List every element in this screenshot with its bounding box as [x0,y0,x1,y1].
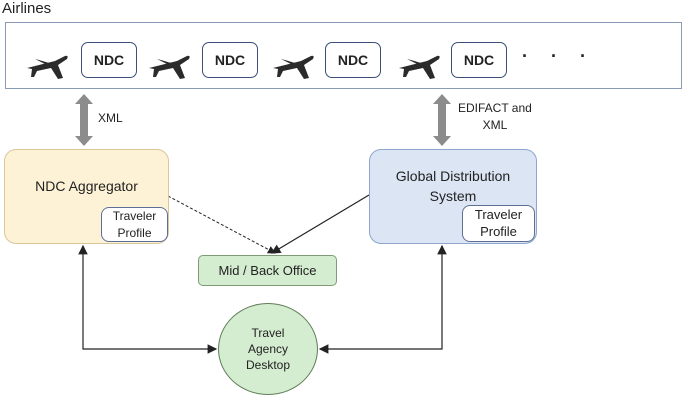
ndc-box: NDC [202,42,258,78]
airplane-icon [399,55,440,79]
aggregator-to-backoffice-line [167,195,276,254]
traveler-profile-line1: Traveler [474,207,523,222]
airlines-title: Airlines [2,0,52,17]
edifact-label: EDIFACT and XML [458,100,532,134]
ndc-box: NDC [451,42,507,78]
gds-to-desktop-line [318,246,443,354]
ndc-box: NDC [325,42,381,78]
airplane-icon [273,55,314,79]
edifact-double-arrow [433,94,451,146]
aggregator-traveler-profile: Traveler Profile [101,207,168,242]
gds-node: Global Distribution System Traveler Prof… [369,149,537,244]
gds-to-backoffice-line [270,194,370,254]
traveler-profile-line2: Profile [480,224,517,239]
ndc-aggregator-node: NDC Aggregator Traveler Profile [4,149,169,244]
ndc-box: NDC [81,42,137,78]
xml-label: XML [98,111,123,125]
gds-traveler-profile: Traveler Profile [462,205,535,242]
ndc-aggregator-label: NDC Aggregator [35,178,138,194]
airlines-band [5,22,682,89]
xml-double-arrow [75,94,93,146]
gds-label-line2: System [429,188,477,204]
airplane-icon [149,55,190,79]
gds-label: Global Distribution System [370,166,536,206]
travel-agency-desktop-node: Travel Agency Desktop [218,303,318,395]
traveler-profile-line2: Profile [117,226,152,240]
mid-back-office-node: Mid / Back Office [198,255,337,286]
edifact-label-line2: XML [482,118,508,132]
airplane-icon [27,55,68,79]
more-airlines-ellipsis: · · · [522,46,595,66]
gds-label-line1: Global Distribution [395,168,511,184]
edifact-label-line1: EDIFACT and [458,101,532,115]
traveler-profile-line1: Traveler [112,209,157,223]
aggregator-to-desktop-line [82,246,218,354]
